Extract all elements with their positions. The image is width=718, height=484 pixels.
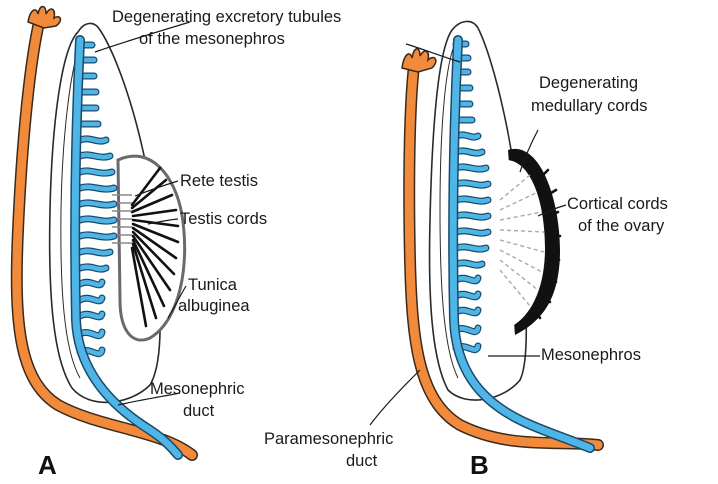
label-paramesonephric-2: duct — [346, 452, 378, 470]
label-cortical-cords-1: Cortical cords — [567, 195, 668, 213]
label-testis-cords: Testis cords — [180, 210, 267, 228]
label-degenerating-excretory-tubules-2: of the mesonephros — [139, 30, 285, 48]
label-mesonephric-duct-2: duct — [183, 402, 215, 420]
label-tunica-albuginea-2: albuginea — [178, 297, 250, 315]
label-degenerating-excretory-tubules-1: Degenerating excretory tubules — [112, 8, 341, 26]
label-cortical-cords-2: of the ovary — [578, 217, 665, 235]
label-paramesonephric-1: Paramesonephric — [264, 430, 393, 448]
label-degenerating-medullary-2: medullary cords — [531, 97, 647, 115]
panel-b: Degenerating medullary cords Cortical co… — [264, 21, 668, 480]
label-degenerating-medullary-1: Degenerating — [539, 74, 638, 92]
panel-letter-a: A — [38, 450, 57, 480]
label-tunica-albuginea-1: Tunica — [188, 276, 238, 294]
panel-a: Degenerating excretory tubules of the me… — [17, 7, 342, 481]
label-mesonephros: Mesonephros — [541, 346, 641, 364]
panel-letter-b: B — [470, 450, 489, 480]
label-rete-testis: Rete testis — [180, 172, 258, 190]
label-mesonephric-duct-1: Mesonephric — [150, 380, 244, 398]
panel-a-testis-body — [118, 156, 185, 340]
